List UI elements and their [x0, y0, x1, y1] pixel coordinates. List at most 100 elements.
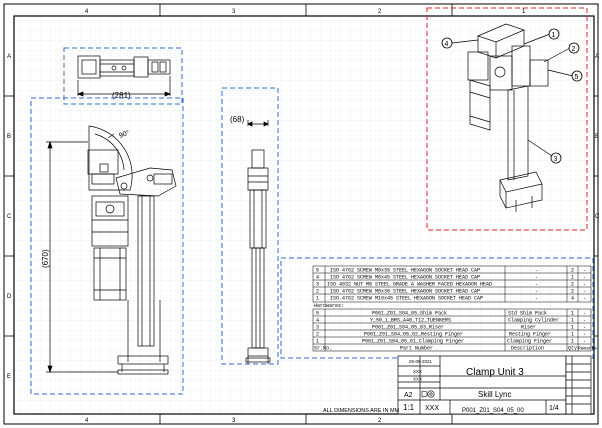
- balloon-5: 5: [575, 74, 579, 81]
- front-view[interactable]: (670) 90°: [30, 97, 184, 395]
- bom-cell: -: [583, 311, 586, 317]
- bom-header-cell: Part Number: [400, 346, 433, 352]
- bom-cell: ISO 4032 NUT M8 STEEL GRADE A WASHER FAC…: [327, 282, 492, 288]
- bom-hardware-header: Hardwares:: [314, 303, 344, 309]
- bom-cell: 1: [571, 339, 574, 345]
- bom-cell: Resting Finger: [509, 332, 551, 338]
- bom-cell: 1: [571, 325, 574, 331]
- isometric-view-geometry: [451, 23, 574, 212]
- side-view-dimension: (68): [230, 115, 245, 124]
- inner-border: [13, 15, 595, 415]
- bom-cell: ISO 4762 SCREW M8x45 STEEL HEXAGON SOCKE…: [330, 275, 480, 281]
- bom-cell: Riser: [521, 325, 536, 331]
- zone-col-label: 2: [378, 418, 382, 424]
- title-approved: XXX: [413, 377, 422, 382]
- zone-col-label: 1: [522, 9, 526, 15]
- outer-border: [3, 3, 599, 425]
- top-view-frame: [63, 47, 183, 105]
- zone-labels: 4 3 2 1 4 3 2 A B C D E A B C: [7, 9, 600, 424]
- bom-text: 5 ISO 4762 SCREW M8x35 STEEL HEXAGON SOC…: [314, 268, 597, 352]
- zone-col-label: 2: [378, 9, 382, 15]
- balloon-1: 1: [552, 32, 556, 39]
- bom-header-cell: Sr.No.: [314, 346, 332, 352]
- zone-row-label: D: [7, 294, 12, 300]
- title-date: 25-08-2021: [409, 359, 433, 364]
- bom-cell: 4: [316, 318, 319, 324]
- bom-grid: [312, 265, 592, 352]
- bom-cell: P001_Z01_S04_05_01_Clamping Finger: [362, 339, 464, 345]
- side-view-frame: [221, 87, 279, 365]
- bom-cell: 5: [316, 311, 319, 317]
- isometric-view[interactable]: 4 1 2 5 3: [426, 7, 588, 231]
- bom-cell: -: [583, 282, 586, 288]
- bom-cell: -: [583, 325, 586, 331]
- bom-cell: Std Shim Pack: [508, 311, 547, 317]
- bom-cell: 1: [571, 318, 574, 324]
- bom-cell: ISO 4762 SCREW M8x35 STEEL HEXAGON SOCKE…: [330, 268, 480, 274]
- side-view-geometry: [245, 120, 271, 364]
- bom-header-cell: Qty: [568, 346, 577, 352]
- bom-cell: -: [535, 289, 538, 295]
- zone-row-label: A: [595, 54, 599, 60]
- bom-cell: 5: [316, 268, 319, 274]
- bom-cell: -: [535, 296, 538, 302]
- bom-header-cell: Remarks: [578, 346, 597, 352]
- bom-cell: -: [583, 289, 586, 295]
- top-view[interactable]: (281): [63, 47, 183, 105]
- zone-row-label: E: [7, 374, 11, 380]
- top-view-geometry: [77, 55, 171, 97]
- isometric-view-frame: [426, 7, 588, 231]
- bom-cell: -: [535, 282, 538, 288]
- bom-cell: Clamping Finger: [507, 339, 552, 345]
- bom-cell: P001_Z01_S04_05_03_Riser: [372, 325, 444, 331]
- title-block-grid: [397, 355, 592, 415]
- bom-cell: -: [583, 339, 586, 345]
- dimension-note: ALL DIMENSIONS ARE IN MM: [323, 408, 400, 414]
- sheet-size: A2: [404, 392, 413, 399]
- bom-cell: 1: [316, 296, 319, 302]
- bom-cell: 2: [316, 332, 319, 338]
- drawing-scale: 1:1: [403, 403, 415, 412]
- front-view-height-dimension: (670): [41, 249, 50, 268]
- zone-col-label: 4: [85, 418, 89, 424]
- balloon-4: 4: [445, 41, 449, 48]
- bom-cell: -: [535, 275, 538, 281]
- part-balloons: 4 1 2 5 3: [441, 28, 583, 164]
- bom-cell: 4: [316, 275, 319, 281]
- drawing-title: Clamp Unit 3: [466, 367, 524, 378]
- zone-row-label: C: [595, 214, 600, 220]
- zone-col-label: 3: [232, 9, 236, 15]
- bom-cell: 2: [316, 289, 319, 295]
- bom-cell: 3: [316, 325, 319, 331]
- bom-cell: -: [583, 275, 586, 281]
- bom-cell: Y_50_1_BRS_A40_T12_TUENKERS: [370, 318, 451, 324]
- bom-cell: P001_Z01_S04_05_Shim Pack: [372, 311, 447, 317]
- balloon-2: 2: [572, 46, 576, 53]
- front-view-geometry: [46, 125, 177, 375]
- zone-row-label: C: [7, 214, 12, 220]
- bom-cell: 2: [571, 268, 574, 274]
- zone-row-label: B: [595, 134, 599, 140]
- bom-header-cell: Description: [511, 346, 544, 352]
- title-checked: XXX: [413, 369, 422, 374]
- bom-cell: 1: [571, 275, 574, 281]
- bom-cell: 2: [571, 289, 574, 295]
- bom-cell: -: [535, 268, 538, 274]
- zone-col-label: 4: [85, 9, 89, 15]
- bom-cell: 2: [571, 282, 574, 288]
- bom-cell: ISO 4762 SCREW M10x45 STEEL HEXAGON SOCK…: [330, 296, 483, 302]
- company-name: Skill Lync: [478, 390, 512, 399]
- bom-cell: -: [583, 296, 586, 302]
- front-view-angle-dimension: 90°: [118, 129, 131, 140]
- bom-cell: -: [583, 332, 586, 338]
- bom-cell: 1: [571, 311, 574, 317]
- bom-cell: ISO 4762 SCREW M8x30 STEEL HEXAGON SOCKE…: [330, 289, 480, 295]
- front-view-frame: [30, 97, 184, 395]
- side-view[interactable]: (68): [221, 87, 279, 365]
- bom-cell: 1: [571, 332, 574, 338]
- bom-cell: 3: [316, 282, 319, 288]
- title-block[interactable]: 25-08-2021 XXX XXX Clamp Unit 3 Skill Ly…: [323, 355, 592, 415]
- zone-col-label: 3: [232, 418, 236, 424]
